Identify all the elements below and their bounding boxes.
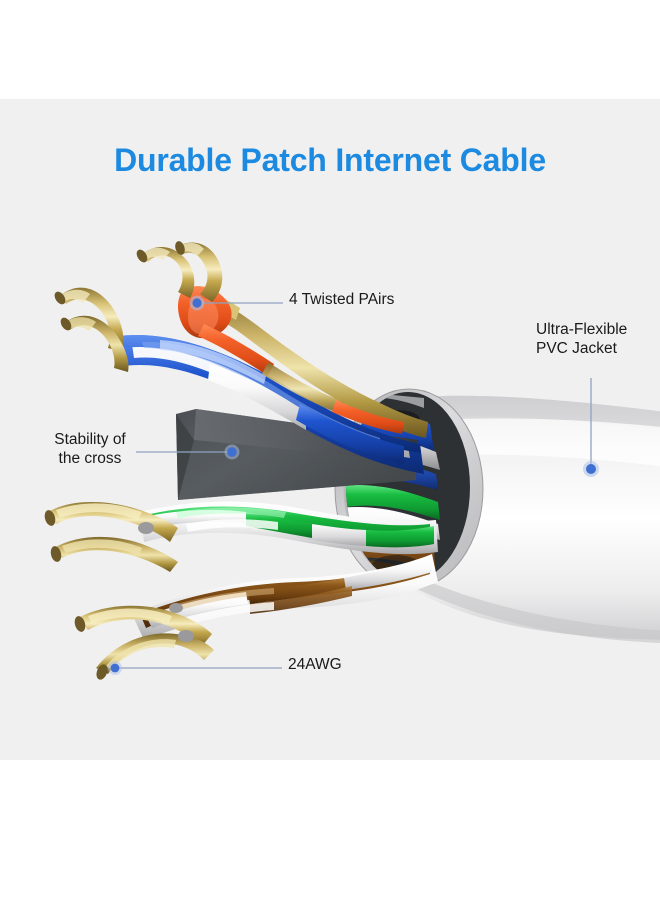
callout-label-twisted-pairs: 4 Twisted PAirs bbox=[289, 291, 395, 308]
callout-dot-twisted-pairs[interactable] bbox=[192, 298, 202, 308]
copper-conductors-orange bbox=[136, 241, 223, 302]
copper-conductors-blue bbox=[54, 287, 129, 372]
callout-leaders bbox=[108, 295, 599, 675]
blue-twisted-pair bbox=[120, 335, 424, 474]
copper-conductors-green bbox=[44, 502, 178, 572]
green-twisted-pair bbox=[140, 501, 438, 555]
callout-dot-stability-cross[interactable] bbox=[227, 447, 237, 457]
copper-conductors-brown bbox=[74, 603, 214, 680]
callout-label-pvc-jacket: Ultra-Flexible PVC Jacket bbox=[536, 321, 628, 357]
callout-dot-gauge[interactable] bbox=[110, 663, 120, 673]
callout-dot-pvc-jacket[interactable] bbox=[586, 464, 596, 474]
page-title: Durable Patch Internet Cable bbox=[114, 142, 546, 178]
callout-label-stability-cross: Stability of the cross bbox=[54, 431, 126, 467]
callout-label-gauge: 24AWG bbox=[288, 656, 342, 673]
